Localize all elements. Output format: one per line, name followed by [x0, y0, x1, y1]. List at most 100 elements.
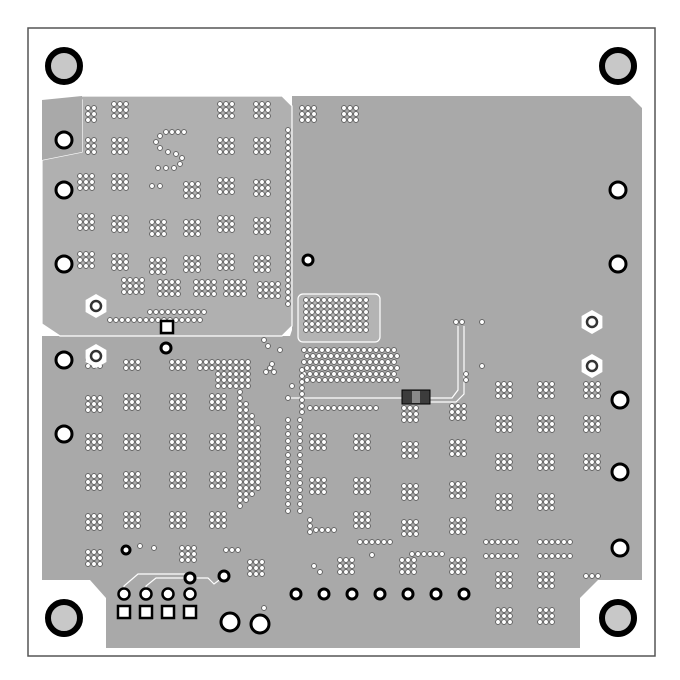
- via: [285, 295, 291, 301]
- via: [501, 499, 507, 505]
- via: [285, 157, 291, 163]
- through-hole: [219, 611, 241, 633]
- via: [407, 531, 413, 537]
- via: [77, 185, 83, 191]
- via: [340, 377, 346, 383]
- via: [237, 401, 243, 407]
- via: [135, 433, 141, 439]
- via: [163, 291, 169, 297]
- via: [461, 439, 467, 445]
- via: [161, 269, 167, 275]
- via: [129, 365, 135, 371]
- via: [161, 257, 167, 263]
- via: [394, 353, 400, 359]
- via: [117, 215, 123, 221]
- via: [299, 385, 305, 391]
- via: [215, 483, 221, 489]
- via: [169, 445, 175, 451]
- via: [407, 483, 413, 489]
- via: [543, 499, 549, 505]
- via: [321, 477, 327, 483]
- via: [331, 527, 337, 533]
- via: [83, 173, 89, 179]
- via: [179, 155, 185, 161]
- via: [345, 303, 351, 309]
- via: [299, 373, 305, 379]
- via: [455, 451, 461, 457]
- via: [285, 508, 291, 514]
- via: [365, 483, 371, 489]
- via: [89, 185, 95, 191]
- via: [217, 215, 223, 221]
- via: [305, 105, 311, 111]
- via: [221, 393, 227, 399]
- via: [449, 445, 455, 451]
- via: [135, 445, 141, 451]
- via: [97, 525, 103, 531]
- via: [316, 377, 322, 383]
- via: [217, 177, 223, 183]
- via: [243, 479, 249, 485]
- via: [595, 415, 601, 421]
- via: [537, 381, 543, 387]
- via: [209, 517, 215, 523]
- via: [309, 433, 315, 439]
- via: [175, 365, 181, 371]
- via: [537, 387, 543, 393]
- via: [229, 291, 235, 297]
- via: [111, 101, 117, 107]
- via: [205, 285, 211, 291]
- via: [249, 473, 255, 479]
- via: [259, 559, 265, 565]
- via: [89, 225, 95, 231]
- via: [237, 419, 243, 425]
- via: [175, 405, 181, 411]
- via: [229, 221, 235, 227]
- via: [399, 563, 405, 569]
- via: [179, 317, 185, 323]
- through-hole: [54, 350, 74, 370]
- via: [117, 101, 123, 107]
- via: [543, 553, 549, 559]
- via: [285, 163, 291, 169]
- via: [261, 605, 267, 611]
- via: [189, 261, 195, 267]
- via: [253, 261, 259, 267]
- via: [285, 494, 291, 500]
- via: [237, 491, 243, 497]
- via: [209, 439, 215, 445]
- via: [253, 229, 259, 235]
- via: [325, 371, 331, 377]
- via: [543, 613, 549, 619]
- via: [155, 317, 161, 323]
- connector-pin-round: [161, 587, 175, 601]
- via: [461, 557, 467, 563]
- via: [361, 371, 367, 377]
- hex-pad-hole: [585, 315, 599, 329]
- via: [401, 441, 407, 447]
- via: [399, 557, 405, 563]
- via: [217, 183, 223, 189]
- via: [463, 377, 469, 383]
- via: [223, 279, 229, 285]
- via: [413, 405, 419, 411]
- via: [181, 477, 187, 483]
- via: [285, 487, 291, 493]
- via: [303, 297, 309, 303]
- via: [537, 493, 543, 499]
- via: [453, 319, 459, 325]
- connector-pin-square: [116, 604, 132, 620]
- via: [161, 263, 167, 269]
- via: [303, 303, 309, 309]
- via: [227, 371, 233, 377]
- via: [129, 433, 135, 439]
- via: [543, 619, 549, 625]
- via: [223, 101, 229, 107]
- through-hole: [183, 571, 197, 585]
- via: [199, 291, 205, 297]
- via: [315, 321, 321, 327]
- via: [589, 465, 595, 471]
- via: [143, 317, 149, 323]
- via: [91, 473, 97, 479]
- via: [91, 479, 97, 485]
